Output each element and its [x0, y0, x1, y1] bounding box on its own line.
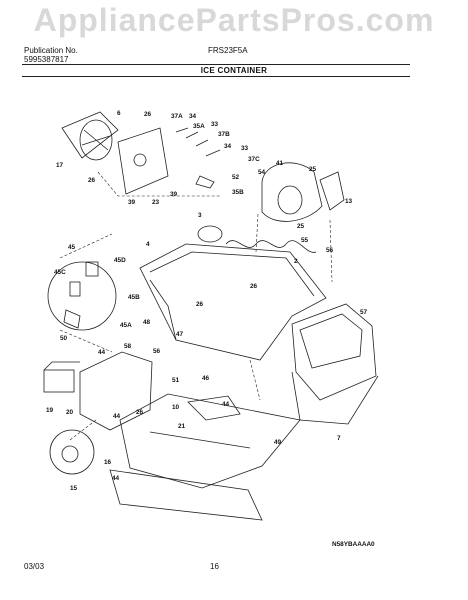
callout-label: 6 — [117, 110, 121, 117]
callout-label: 15 — [70, 485, 78, 492]
callout-label: 45A — [120, 322, 132, 329]
callout-label: 37A — [171, 113, 183, 120]
callout-label: 50 — [60, 335, 68, 342]
callout-label: 56 — [326, 247, 334, 254]
callout-label: 58 — [124, 343, 132, 350]
watermark: AppliancePartsPros.com — [33, 2, 435, 38]
callout-label: 26 — [250, 283, 258, 290]
callout-label: 26 — [144, 111, 152, 118]
publication-number: 5995387817 — [24, 55, 69, 64]
callout-label: 37C — [248, 156, 260, 163]
callout-label: 45 — [68, 244, 76, 251]
header-rule-bottom — [22, 76, 410, 77]
callout-label: 55 — [301, 237, 309, 244]
callout-label: 16 — [104, 459, 112, 466]
callout-label: 45D — [114, 257, 126, 264]
callout-label: 44 — [222, 401, 230, 408]
callout-label: 57 — [360, 309, 368, 316]
footer-date: 03/03 — [24, 562, 45, 571]
callout-label: 34 — [224, 143, 232, 150]
callout-label: 4 — [146, 241, 150, 248]
callout-label: 7 — [337, 435, 341, 442]
callout-label: 41 — [276, 160, 284, 167]
callout-label: 39 — [170, 191, 178, 198]
callout-label: 19 — [46, 407, 54, 414]
callout-label: 44 — [112, 475, 120, 482]
model-number: FRS23F5A — [208, 46, 248, 55]
callout-label: 26 — [196, 301, 204, 308]
callout-label: 26 — [88, 177, 96, 184]
callout-label: 33 — [241, 145, 249, 152]
callout-label: 37B — [218, 131, 230, 138]
diagram-code: N58YBAAAA0 — [332, 541, 375, 548]
callout-label: 47 — [176, 331, 184, 338]
callout-label: 33 — [211, 121, 219, 128]
callout-label: 10 — [172, 404, 180, 411]
callout-label: 26 — [136, 409, 144, 416]
publication-label: Publication No. — [24, 46, 78, 55]
callout-label: 21 — [178, 423, 186, 430]
callout-label: 25 — [297, 223, 305, 230]
callout-label: 39 — [128, 199, 136, 206]
callout-label: 56 — [153, 348, 161, 355]
callout-label: 35B — [232, 189, 244, 196]
page-number: 16 — [210, 562, 219, 571]
callout-label: 54 — [258, 169, 266, 176]
callout-label: 13 — [345, 198, 353, 205]
section-title: ICE CONTAINER — [200, 66, 268, 75]
callout-label: 23 — [152, 199, 160, 206]
callout-label: 44 — [113, 413, 121, 420]
callout-label: 45C — [54, 269, 66, 276]
callout-label: 52 — [232, 174, 240, 181]
callout-label: 46 — [202, 375, 210, 382]
callout-label: 49 — [274, 439, 282, 446]
callout-label: 2 — [294, 258, 298, 265]
callout-label: 44 — [98, 349, 106, 356]
callout-label: 45B — [128, 294, 140, 301]
callout-labels: 6 26 37A 34 35A 33 37B 34 33 17 26 39 23… — [46, 110, 368, 492]
callout-label: 3 — [198, 212, 202, 219]
header-rule-top — [22, 64, 410, 65]
callout-label: 34 — [189, 113, 197, 120]
callout-label: 51 — [172, 377, 180, 384]
callout-label: 20 — [66, 409, 74, 416]
callout-label: 35A — [193, 123, 205, 130]
callout-label: 17 — [56, 162, 64, 169]
callout-label: 25 — [309, 166, 317, 173]
callout-label: 48 — [143, 319, 151, 326]
